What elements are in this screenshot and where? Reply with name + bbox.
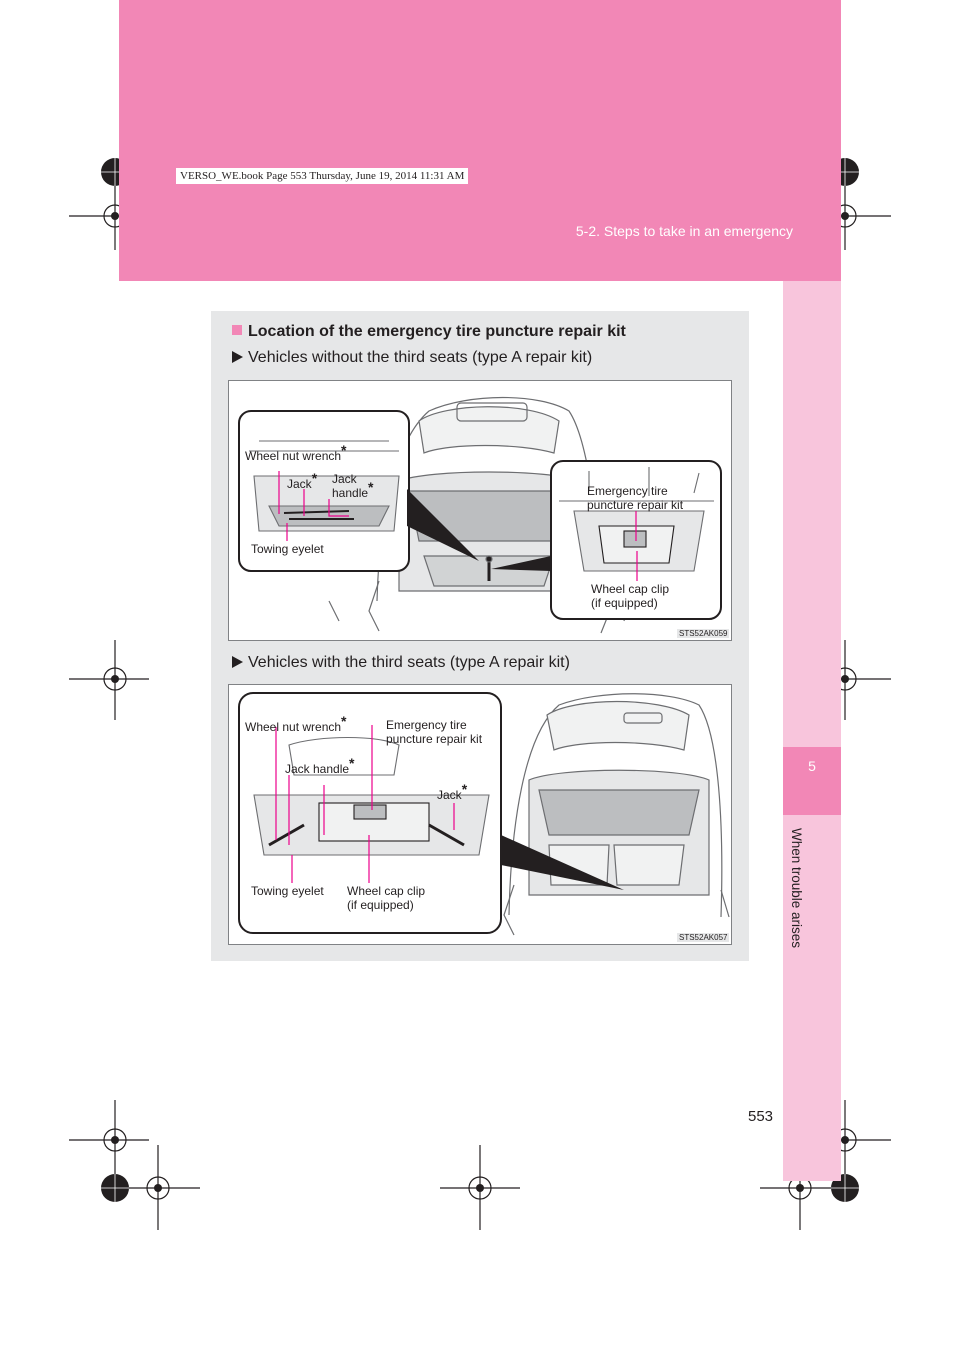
label-wheel-cap-clip-line2: (if equipped) (591, 596, 658, 610)
list-item: Vehicles without the third seats (type A… (232, 349, 592, 367)
figure-code: STS52AK059 (677, 629, 730, 638)
pointer-triangle-icon (232, 656, 243, 668)
chapter-number: 5 (808, 758, 816, 774)
pointer-triangle-icon (232, 351, 243, 363)
label-jack-handle: Jack handle* (285, 755, 355, 776)
label-jack: Jack* (437, 781, 468, 802)
page-number: 553 (748, 1108, 774, 1125)
list-item: Vehicles with the third seats (type A re… (232, 654, 570, 672)
label-repair-kit-line1: Emergency tire (587, 484, 668, 498)
car-illustration (238, 692, 730, 936)
chapter-sidebar (783, 281, 841, 1181)
label-towing-eyelet: Towing eyelet (251, 884, 324, 898)
label-repair-kit-line2: puncture repair kit (386, 732, 483, 746)
label-repair-kit-line1: Emergency tire (386, 718, 467, 732)
list-item-text: Vehicles with the third seats (type A re… (248, 654, 570, 671)
label-wheel-cap-clip-line1: Wheel cap clip (347, 884, 426, 898)
figure-with-third-seats: Wheel nut wrench* Emergency tire punctur… (228, 684, 732, 945)
chapter-label-container: When trouble arises (788, 828, 808, 1008)
heading-text: Location of the emergency tire puncture … (248, 323, 626, 340)
label-repair-kit-line2: puncture repair kit (587, 498, 684, 512)
chapter-tab (783, 747, 841, 815)
label-towing-eyelet: Towing eyelet (251, 542, 324, 556)
book-file-line: VERSO_WE.book Page 553 Thursday, June 19… (176, 168, 469, 184)
car-illustration (238, 396, 722, 634)
label-wheel-nut-wrench: Wheel nut wrench* (245, 442, 347, 463)
page-header-band (119, 0, 841, 281)
chapter-label: When trouble arises (789, 828, 804, 949)
section-heading: Location of the emergency tire puncture … (232, 323, 626, 341)
label-wheel-cap-clip-line2: (if equipped) (347, 898, 414, 912)
section-title: 5-2. Steps to take in an emergency (575, 223, 793, 239)
label-jack-handle: handle* (332, 479, 374, 500)
label-jack-handle-line1: Jack (332, 472, 357, 486)
figure-without-third-seats: Wheel nut wrench* Jack* Jack handle* Tow… (228, 380, 732, 641)
heading-square-icon (232, 325, 242, 335)
figure-code: STS52AK057 (677, 933, 730, 942)
label-jack: Jack* (287, 470, 318, 491)
list-item-text: Vehicles without the third seats (type A… (248, 349, 593, 366)
label-wheel-nut-wrench: Wheel nut wrench* (245, 713, 347, 734)
label-wheel-cap-clip-line1: Wheel cap clip (591, 582, 670, 596)
